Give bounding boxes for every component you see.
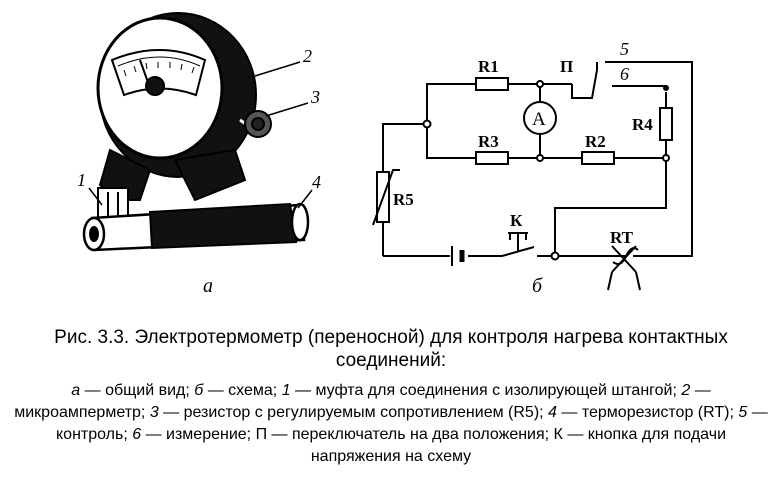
legend-text: — общий вид; bbox=[80, 382, 195, 399]
callout-leaders bbox=[88, 61, 313, 209]
label-r2: R2 bbox=[585, 132, 606, 151]
resistor-r3 bbox=[475, 151, 509, 165]
caption-legend: а — общий вид; б — схема; 1 — муфта для … bbox=[0, 380, 782, 468]
figure-caption: Рис. 3.3. Электротермометр (переносной) … bbox=[0, 326, 782, 468]
thermistor-rt-symbol bbox=[607, 245, 641, 291]
legend-key: 4 bbox=[548, 404, 557, 421]
circuit-nodes bbox=[422, 80, 670, 261]
legend-key: 3 bbox=[149, 404, 159, 421]
legend-text: — контроль; bbox=[55, 404, 768, 443]
legend-key: 5 bbox=[738, 404, 748, 421]
r5-adjust-arrow bbox=[372, 169, 400, 226]
figure: 1 2 3 4 а bbox=[77, 12, 693, 297]
label-button: К bbox=[510, 211, 523, 230]
legend-text: — муфта для соединения с изолирующей шта… bbox=[290, 382, 682, 399]
label-r1: R1 bbox=[478, 57, 499, 76]
label-pos5: 5 bbox=[620, 39, 629, 59]
legend-text: — микроамперметр; bbox=[14, 382, 711, 421]
ammeter-symbol bbox=[523, 101, 557, 135]
device-drawing bbox=[82, 12, 310, 252]
button-k-symbol bbox=[501, 232, 535, 257]
resistor-r1 bbox=[475, 77, 509, 91]
part-a-label: а bbox=[203, 275, 213, 297]
resistors bbox=[376, 77, 673, 223]
callout-2: 2 bbox=[303, 46, 312, 66]
caption-title: Рис. 3.3. Электротермометр (переносной) … bbox=[54, 327, 728, 371]
label-r4: R4 bbox=[632, 115, 653, 134]
legend-text: — измерение; П — переключатель на два по… bbox=[141, 426, 726, 465]
callout-3: 3 bbox=[310, 87, 320, 107]
resistor-r2 bbox=[581, 151, 615, 165]
legend-key: а bbox=[71, 382, 81, 399]
ammeter-label: A bbox=[532, 109, 546, 130]
battery-symbol bbox=[451, 246, 465, 266]
legend-text: — схема; bbox=[203, 382, 282, 399]
legend-text: — терморезистор (RT); bbox=[556, 404, 739, 421]
legend-text: — резистор с регулируемым сопротивлением… bbox=[158, 404, 549, 421]
legend-key: 2 bbox=[681, 382, 691, 399]
callout-1: 1 bbox=[77, 170, 86, 190]
label-rt: RT bbox=[610, 228, 634, 247]
label-pos6: 6 bbox=[620, 64, 629, 84]
part-b-label: б bbox=[532, 275, 543, 297]
legend-key: 1 bbox=[281, 382, 291, 399]
circuit-wires bbox=[382, 61, 693, 257]
resistor-r4 bbox=[659, 107, 673, 141]
label-switch: П bbox=[560, 57, 573, 76]
callout-4: 4 bbox=[312, 172, 321, 192]
legend-key: б bbox=[194, 382, 204, 399]
label-r5: R5 bbox=[393, 190, 414, 209]
legend-key: 6 bbox=[132, 426, 142, 443]
label-r3: R3 bbox=[478, 132, 499, 151]
